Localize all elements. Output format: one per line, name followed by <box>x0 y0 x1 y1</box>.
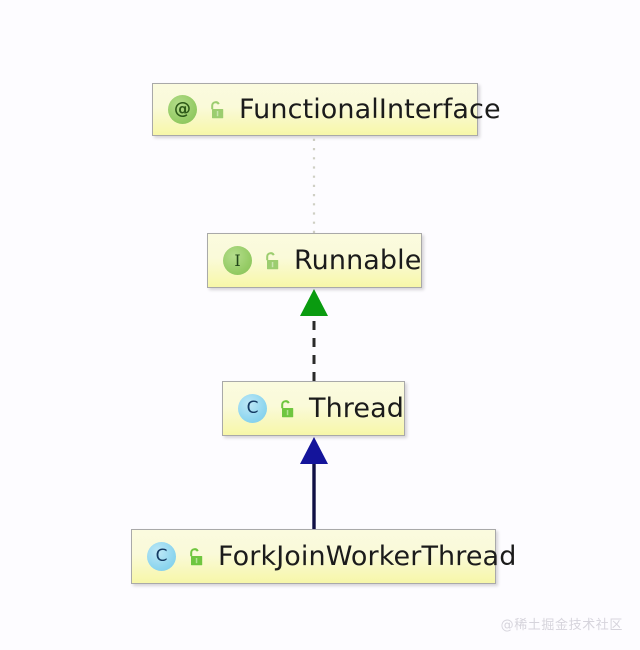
open-padlock-icon <box>206 99 226 121</box>
node-forkjoinworkerthread[interactable]: C ForkJoinWorkerThread <box>131 529 516 584</box>
node-label: ForkJoinWorkerThread <box>218 541 517 572</box>
arrowhead-extends-icon <box>300 437 328 464</box>
watermark-text: @稀土掘金技术社区 <box>500 618 623 633</box>
node-functional-interface[interactable]: @ FunctionalInterface <box>152 83 501 136</box>
annotation-kind-icon: @ <box>168 95 197 124</box>
arrowhead-implements-icon <box>300 289 328 316</box>
node-label: Thread <box>309 393 405 424</box>
node-thread[interactable]: C Thread <box>222 381 405 436</box>
class-kind-icon: C <box>147 542 176 571</box>
interface-kind-icon: I <box>223 246 252 275</box>
open-padlock-icon <box>276 398 296 420</box>
node-runnable[interactable]: I Runnable <box>207 233 422 288</box>
node-label: FunctionalInterface <box>239 94 501 125</box>
node-label: Runnable <box>294 245 422 276</box>
open-padlock-icon <box>185 546 205 568</box>
class-kind-icon: C <box>238 394 267 423</box>
open-padlock-icon <box>261 250 281 272</box>
